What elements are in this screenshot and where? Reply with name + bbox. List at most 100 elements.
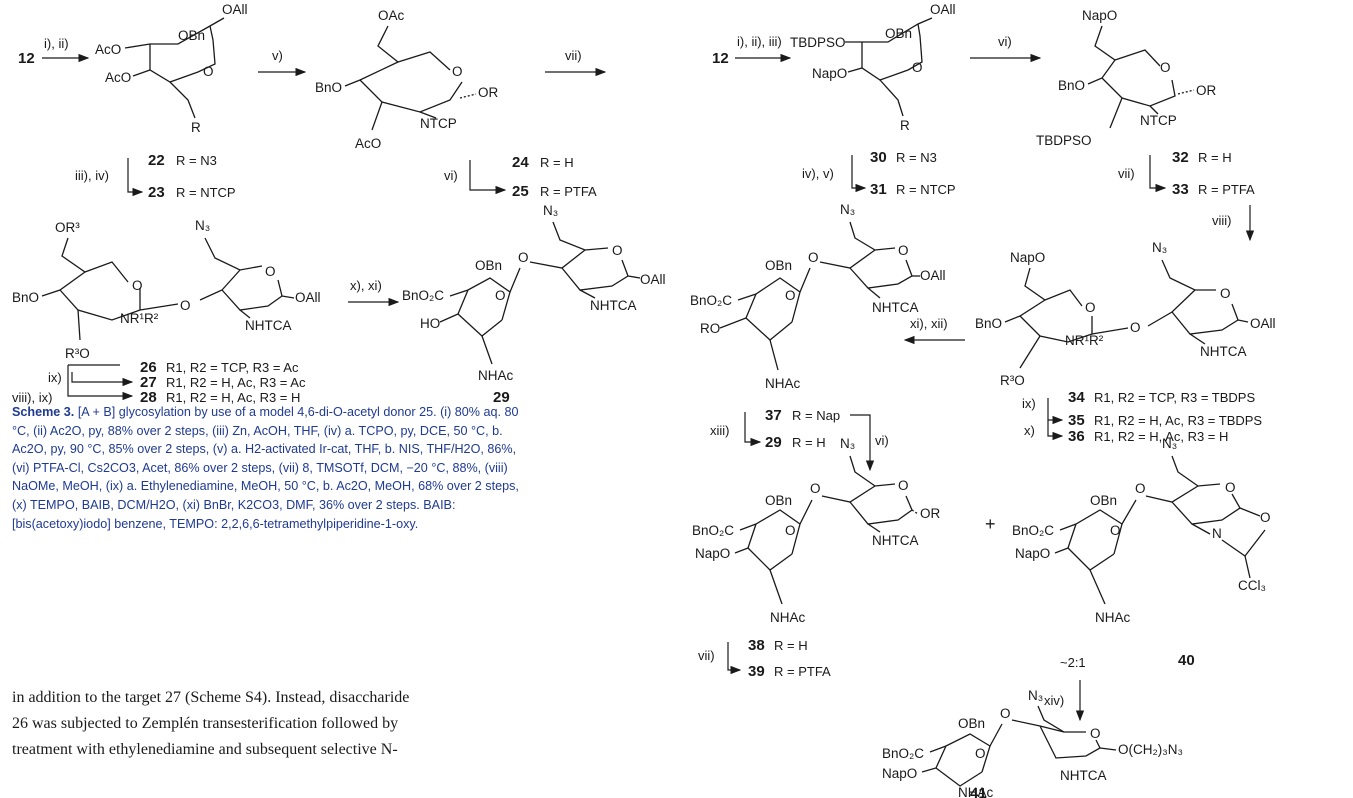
step-label: i), ii), iii) <box>737 34 782 49</box>
svg-text:BnO₂C: BnO₂C <box>1012 523 1054 538</box>
svg-text:BnO₂C: BnO₂C <box>402 288 444 303</box>
svg-text:TBDPSO: TBDPSO <box>1036 133 1092 148</box>
svg-text:N₃: N₃ <box>1162 436 1177 451</box>
compound-30: 30 <box>870 149 887 166</box>
svg-text:O: O <box>265 264 276 279</box>
svg-text:OR³: OR³ <box>55 220 80 235</box>
ratio-label: ~2:1 <box>1060 655 1086 670</box>
svg-text:N: N <box>1212 526 1222 541</box>
svg-text:O(CH₂)₃N₃: O(CH₂)₃N₃ <box>1118 742 1183 757</box>
svg-text:R: R <box>900 118 910 133</box>
compound-41: 41 <box>970 785 987 798</box>
svg-text:BnO: BnO <box>12 290 39 305</box>
compound-40: 40 <box>1178 652 1195 669</box>
step-label: ix) <box>1022 396 1036 411</box>
svg-text:OAll: OAll <box>920 268 946 283</box>
svg-text:N₃: N₃ <box>1028 688 1043 703</box>
svg-text:OAll: OAll <box>222 2 248 17</box>
svg-text:OR: OR <box>920 506 941 521</box>
reaction-arrow <box>850 414 875 472</box>
svg-text:OAc: OAc <box>378 8 405 23</box>
step-label: i), ii) <box>44 36 69 51</box>
body-paragraph: in addition to the target 27 (Scheme S4)… <box>12 685 532 763</box>
svg-text:RO: RO <box>700 321 720 336</box>
scheme-caption: Scheme 3. [A + B] glycosylation by use o… <box>12 403 527 533</box>
body-line: treatment with ethylenediamine and subse… <box>12 741 398 758</box>
compound-29-r: R = H <box>792 435 826 450</box>
compound-28: 28 <box>140 389 157 406</box>
compound-29: 29 <box>493 389 510 406</box>
structure-30: TBDPSO NapO OBn OAll O R <box>790 2 956 133</box>
step-label: vii) <box>1118 166 1135 181</box>
step-label: vi) <box>875 433 889 448</box>
svg-text:O: O <box>810 481 821 496</box>
svg-text:O: O <box>1085 300 1096 315</box>
svg-text:O: O <box>912 60 923 75</box>
caption-label: Scheme 3. <box>12 405 75 419</box>
reaction-arrow <box>1047 398 1064 425</box>
step-label: viii), ix) <box>12 390 52 405</box>
body-line: in addition to the target 27 (Scheme S4)… <box>12 689 410 706</box>
svg-text:OAll: OAll <box>930 2 956 17</box>
svg-text:O: O <box>898 243 909 258</box>
svg-text:BnO: BnO <box>1058 78 1085 93</box>
compound-26: 26 <box>140 359 157 376</box>
reaction-arrow <box>127 158 144 197</box>
step-label: vii) <box>565 48 582 63</box>
step-label: vi) <box>998 34 1012 49</box>
svg-text:O: O <box>180 298 191 313</box>
step-label: vii) <box>698 648 715 663</box>
compound-12-right: 12 <box>712 50 729 67</box>
step-label: xiv) <box>1044 693 1064 708</box>
structure-41: BnO₂C NapO OBn O O NHAc N₃ O O(CH₂)₃N₃ N… <box>882 688 1183 798</box>
step-label: iv), v) <box>802 166 834 181</box>
svg-text:OAll: OAll <box>640 272 666 287</box>
svg-text:AcO: AcO <box>355 136 381 151</box>
svg-text:O: O <box>495 288 506 303</box>
svg-text:OR: OR <box>478 85 499 100</box>
svg-text:NHTCA: NHTCA <box>872 300 919 315</box>
svg-text:O: O <box>785 523 796 538</box>
structure-24: OAc BnO O OR AcO NTCP <box>315 8 499 151</box>
compound-38-r: R = H <box>774 638 808 653</box>
compound-25: 25 <box>512 183 529 200</box>
compound-27-r: R1, R2 = H, Ac, R3 = Ac <box>166 375 306 390</box>
step-label: v) <box>272 48 283 63</box>
svg-text:NHTCA: NHTCA <box>245 318 292 333</box>
reaction-arrow <box>744 412 762 447</box>
compound-32-r: R = H <box>1198 150 1232 165</box>
svg-text:O: O <box>808 250 819 265</box>
svg-text:OBn: OBn <box>178 28 205 43</box>
svg-text:NHAc: NHAc <box>958 785 994 798</box>
svg-text:N₃: N₃ <box>840 202 855 217</box>
structure-34: NapO BnO O O R³O NR¹R² N₃ O OAll NHTCA <box>975 240 1276 388</box>
compound-29-right: 29 <box>765 434 782 451</box>
compound-31: 31 <box>870 181 887 198</box>
svg-text:NR¹R²: NR¹R² <box>1065 333 1104 348</box>
svg-text:BnO₂C: BnO₂C <box>692 523 734 538</box>
svg-text:NapO: NapO <box>1082 8 1117 23</box>
compound-25-r: R = PTFA <box>540 184 597 199</box>
svg-text:OBn: OBn <box>475 258 502 273</box>
svg-text:NHAc: NHAc <box>770 610 806 625</box>
svg-text:R³O: R³O <box>65 346 90 361</box>
plus-sign: + <box>985 514 996 534</box>
svg-text:NR¹R²: NR¹R² <box>120 311 159 326</box>
compound-36: 36 <box>1068 428 1085 445</box>
step-label: vi) <box>444 168 458 183</box>
compound-27: 27 <box>140 374 157 391</box>
svg-text:O: O <box>1220 286 1231 301</box>
svg-text:NapO: NapO <box>1010 250 1045 265</box>
compound-34: 34 <box>1068 389 1085 406</box>
svg-text:R³O: R³O <box>1000 373 1025 388</box>
compound-28-r: R1, R2 = H, Ac, R3 = H <box>166 390 300 405</box>
compound-22: 22 <box>148 152 165 169</box>
compound-37-r: R = Nap <box>792 408 840 423</box>
svg-text:NHAc: NHAc <box>478 368 514 383</box>
svg-text:O: O <box>1260 510 1271 525</box>
svg-text:NapO: NapO <box>695 546 730 561</box>
caption-text: [A + B] glycosylation by use of a model … <box>12 405 519 531</box>
svg-text:OR: OR <box>1196 83 1217 98</box>
svg-text:CCl₃: CCl₃ <box>1238 578 1266 593</box>
compound-34-r: R1, R2 = TCP, R3 = TBDPS <box>1094 390 1255 405</box>
